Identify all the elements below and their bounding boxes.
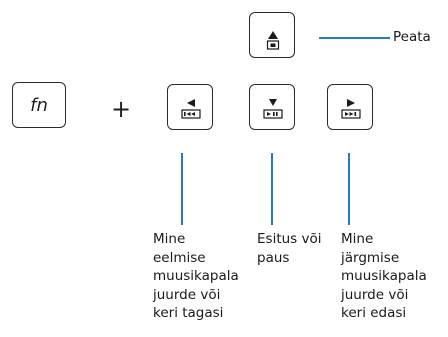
next-callout-line xyxy=(348,153,350,225)
plus-sign: + xyxy=(111,95,132,123)
next-track-key[interactable] xyxy=(327,84,373,130)
stop-callout-line xyxy=(319,37,390,39)
previous-callout-line xyxy=(181,153,183,225)
stop-icon xyxy=(266,31,280,50)
stop-label: Peata xyxy=(393,29,431,45)
next-track-label: Mine järgmise muusikapala juurde või ker… xyxy=(341,231,427,321)
fn-key-label: fn xyxy=(30,94,48,116)
previous-track-key[interactable] xyxy=(167,84,213,130)
play-pause-callout-line xyxy=(271,153,273,225)
play-pause-key[interactable] xyxy=(249,84,295,130)
fn-key[interactable]: fn xyxy=(12,82,66,128)
previous-track-label: Mine eelmise muusikapala juurde või keri… xyxy=(153,231,239,321)
play-pause-label: Esitus või paus xyxy=(257,231,322,266)
play-pause-icon xyxy=(263,99,283,119)
stop-key[interactable] xyxy=(249,12,295,58)
next-track-icon xyxy=(341,99,361,119)
previous-track-icon xyxy=(181,99,201,119)
